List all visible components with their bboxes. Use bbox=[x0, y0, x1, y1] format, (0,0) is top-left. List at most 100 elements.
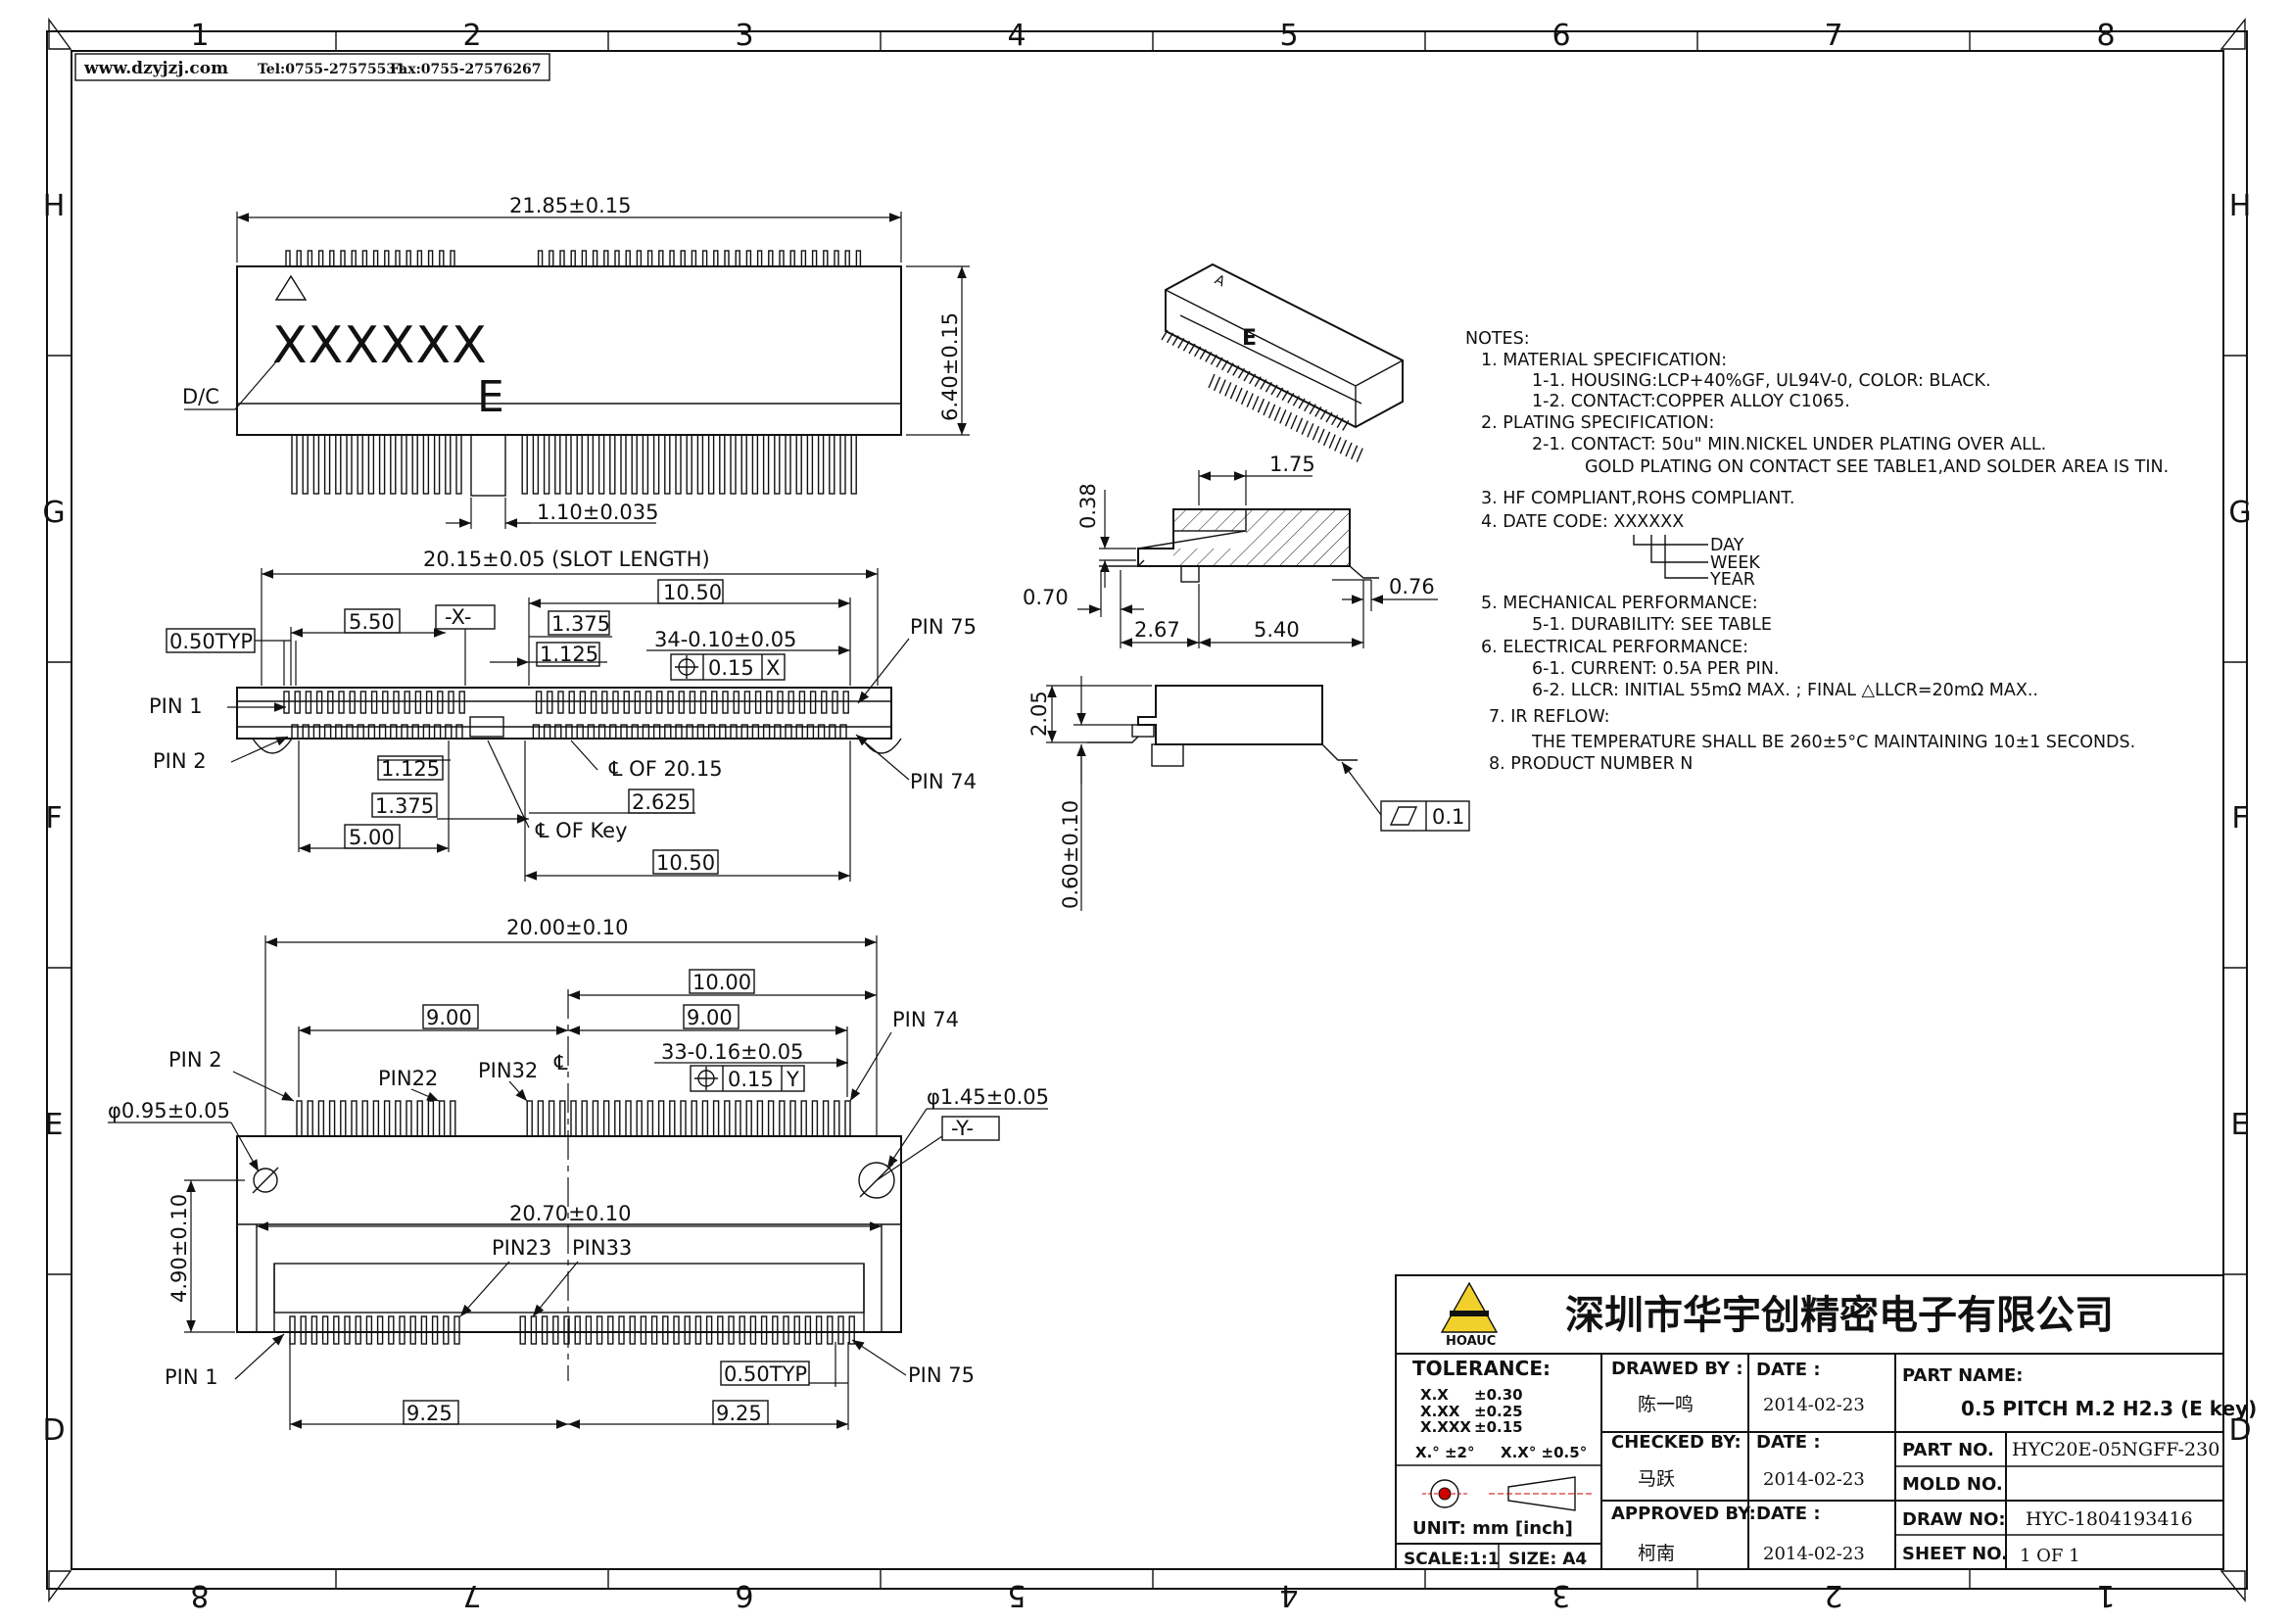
contact-pin bbox=[821, 691, 828, 714]
contact-pin bbox=[340, 1100, 347, 1137]
iso-contact bbox=[1208, 373, 1216, 389]
contact-pin bbox=[351, 1100, 358, 1137]
iso-contact bbox=[1334, 437, 1342, 452]
pin2-label-front: PIN 2 bbox=[153, 749, 207, 773]
part-name-label: PART NAME: bbox=[1902, 1365, 2023, 1386]
contact-pin bbox=[844, 1100, 851, 1137]
contact-pin bbox=[809, 691, 817, 714]
contact-pin bbox=[724, 1100, 731, 1137]
contact-pin bbox=[310, 1315, 318, 1345]
datum-y-box bbox=[941, 1116, 1000, 1141]
contact-pin bbox=[581, 1100, 588, 1137]
bottom-view-lower-contacts bbox=[289, 1315, 855, 1345]
contact-pin bbox=[395, 1100, 402, 1137]
contact-pin bbox=[712, 1100, 720, 1137]
iso-contact bbox=[1317, 428, 1325, 444]
contact-pin bbox=[565, 724, 573, 740]
contact-pin bbox=[388, 1315, 395, 1345]
contact-pin bbox=[662, 1315, 669, 1345]
date-label: DATE : bbox=[1756, 1432, 1821, 1453]
contact-pin bbox=[307, 250, 313, 267]
contact-pin bbox=[629, 1315, 636, 1345]
contact-pin bbox=[592, 1100, 599, 1137]
zone-label: 2 bbox=[462, 19, 481, 53]
bottom-view-upper-contacts bbox=[296, 1100, 851, 1137]
dim-050typ-bottom: 0.50TYP bbox=[724, 1362, 807, 1386]
front-view-lower-contacts bbox=[291, 724, 847, 740]
iso-contact bbox=[1218, 379, 1226, 394]
dim-34-pitch: 34-0.10±0.05 bbox=[654, 628, 796, 651]
sheet-no-label: SHEET NO. bbox=[1902, 1544, 2008, 1564]
contact-pin bbox=[406, 1100, 412, 1137]
contact-pin bbox=[822, 1100, 830, 1137]
contact-pin bbox=[335, 724, 343, 740]
iso-contact bbox=[1235, 387, 1243, 403]
contact-pin bbox=[785, 724, 792, 740]
contact-pin bbox=[437, 691, 444, 714]
dim-height: 6.40±0.15 bbox=[938, 312, 962, 421]
date-label: DATE : bbox=[1756, 1360, 1821, 1380]
dim-267: 2.67 bbox=[1134, 618, 1180, 642]
iso-contact bbox=[1273, 406, 1281, 421]
contact-pin bbox=[855, 250, 862, 267]
contact-pin bbox=[574, 1315, 581, 1345]
iso-contact bbox=[1275, 387, 1284, 399]
contact-pin bbox=[433, 724, 442, 740]
dim-550: 5.50 bbox=[349, 610, 395, 634]
side-elevation-view: 2.05 0.60±0.10 0.1 bbox=[1027, 676, 1470, 911]
draw-no: HYC-1804193416 bbox=[2026, 1508, 2193, 1530]
contact-pin bbox=[455, 724, 463, 740]
dim-2625: 2.625 bbox=[632, 790, 691, 814]
contact-pin bbox=[811, 250, 818, 267]
contact-pin bbox=[530, 1315, 538, 1345]
fcf-datum-x: X bbox=[766, 656, 780, 680]
contact-pin bbox=[656, 691, 663, 714]
iso-key-letter: E bbox=[1242, 326, 1257, 351]
contact-pin bbox=[636, 1100, 643, 1137]
tol-key: X.XXX bbox=[1420, 1418, 1471, 1436]
pin74-label-front: PIN 74 bbox=[910, 770, 977, 793]
contact-pin bbox=[789, 1100, 796, 1137]
contact-pin bbox=[625, 250, 631, 267]
contact-pin bbox=[329, 250, 335, 267]
front-view-upper-contacts bbox=[283, 691, 849, 714]
contact-pin bbox=[652, 724, 661, 740]
zone-label: F bbox=[45, 801, 62, 836]
contact-pin bbox=[754, 691, 762, 714]
contact-pin bbox=[346, 434, 353, 495]
contact-pin bbox=[404, 691, 410, 714]
iso-contact bbox=[1216, 357, 1223, 368]
contact-pin bbox=[433, 434, 441, 495]
contact-pin bbox=[817, 434, 825, 495]
centerline-mark: ℄ bbox=[553, 1051, 568, 1075]
dim-1050-upper: 10.50 bbox=[663, 581, 722, 604]
zone-label: E bbox=[45, 1108, 64, 1142]
contact-pin bbox=[370, 691, 378, 714]
date-code-day: DAY bbox=[1710, 536, 1744, 555]
iso-contact bbox=[1265, 381, 1273, 393]
zone-labels-right: H G F E D bbox=[2228, 189, 2251, 1448]
contact-pin bbox=[795, 724, 803, 740]
iso-contact bbox=[1322, 431, 1331, 447]
contact-pin bbox=[543, 724, 551, 740]
iso-contact bbox=[1177, 338, 1185, 349]
note-line: 6. ELECTRICAL PERFORMANCE: bbox=[1481, 638, 1748, 657]
site-url: www.dzyjzj.com bbox=[83, 59, 228, 78]
zone-label: 1 bbox=[190, 19, 209, 53]
pin1-triangle-mark bbox=[274, 274, 308, 301]
key-letter: E bbox=[477, 372, 504, 422]
dc-label: D/C bbox=[182, 385, 219, 408]
dim-2070: 20.70±0.10 bbox=[509, 1202, 631, 1225]
contact-pin bbox=[576, 724, 584, 740]
contact-pin bbox=[733, 691, 740, 714]
zone-ticks bbox=[47, 31, 2247, 1589]
contact-pin bbox=[395, 250, 401, 267]
contact-pin bbox=[730, 434, 737, 495]
contact-pin bbox=[745, 1100, 752, 1137]
contact-pin bbox=[305, 691, 312, 714]
peg-hole-large bbox=[858, 1162, 895, 1199]
contact-pin bbox=[365, 1315, 373, 1345]
frame bbox=[46, 30, 2248, 1590]
dim-2000: 20.00±0.10 bbox=[506, 916, 628, 939]
